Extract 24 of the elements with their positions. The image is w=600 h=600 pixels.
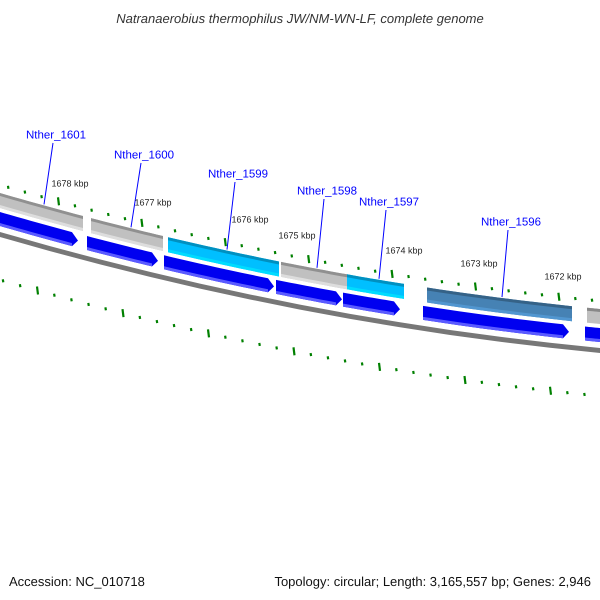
title: Natranaerobius thermophilus JW/NM-WN-LF, complete genome xyxy=(115,12,485,25)
gene-label: Nther_1596 xyxy=(480,217,542,229)
leader-line xyxy=(378,210,386,280)
leader-line xyxy=(226,182,236,250)
gene-label: Nther_1600 xyxy=(114,150,174,162)
gene-bar xyxy=(91,218,163,252)
gene-label: Nther_1601 xyxy=(26,130,86,142)
position-label: 1675 kbp xyxy=(278,232,316,240)
genome-info-text: Topology: circular; Length: 3,165,557 bp; Genes: 2,946 xyxy=(274,575,591,588)
accession-text: Accession: NC_010718 xyxy=(9,575,145,588)
position-label: 1674 kbp xyxy=(385,246,423,256)
gene-bar xyxy=(281,262,347,290)
gene-bar xyxy=(0,190,83,231)
gene-bar xyxy=(427,288,572,322)
gene-label: Nther_1598 xyxy=(296,186,358,198)
position-label: 1672 kbp xyxy=(544,272,582,282)
gene-label: Nther_1599 xyxy=(208,169,268,181)
leader-line xyxy=(130,162,142,228)
gene-bar xyxy=(168,237,279,276)
gene-label: Nther_1597 xyxy=(358,197,420,209)
leader-line xyxy=(502,230,508,298)
gene-bar xyxy=(347,274,404,299)
leader-line xyxy=(44,142,54,205)
leader-line xyxy=(316,198,324,268)
